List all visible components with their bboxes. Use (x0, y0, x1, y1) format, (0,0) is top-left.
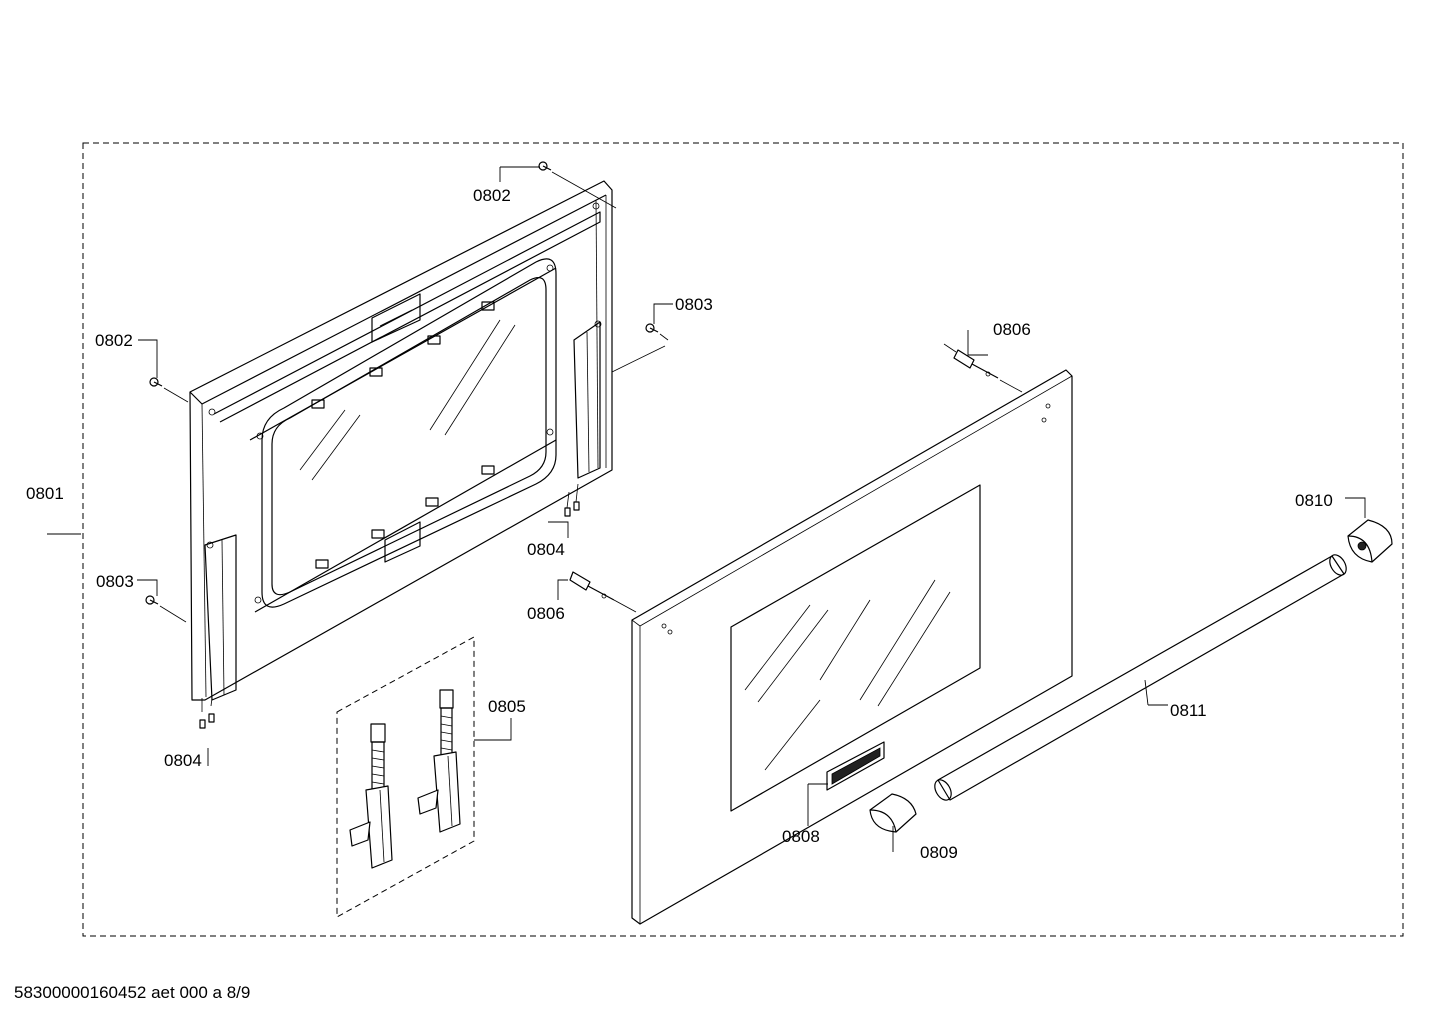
screw-0803-right (611, 323, 669, 373)
screw-0804-right (564, 483, 580, 517)
label-0804-right: 0804 (527, 540, 565, 559)
screw-0802-left (149, 377, 189, 403)
label-0806-left: 0806 (527, 604, 565, 623)
outer-door-panel[interactable] (631, 369, 1073, 925)
leader-lines (47, 166, 1366, 852)
label-0802-left: 0802 (95, 331, 133, 350)
pin-0806-top (943, 343, 1023, 393)
footer-document-code: 58300000160452 aet 000 a 8/9 (14, 983, 250, 1002)
label-0802-top: 0802 (473, 186, 511, 205)
screw-0803-left (145, 595, 187, 623)
hinge-left[interactable] (349, 723, 393, 869)
label-0809: 0809 (920, 843, 958, 862)
label-0803-right: 0803 (675, 295, 713, 314)
hinge-right[interactable] (417, 689, 461, 833)
screw-0802-top (538, 161, 617, 209)
label-0808: 0808 (782, 827, 820, 846)
label-0804-left: 0804 (164, 751, 202, 770)
handle-end-cap-left[interactable] (869, 793, 917, 833)
label-0801: 0801 (26, 484, 64, 503)
assembly-boundary (82, 142, 1404, 937)
handle-bar[interactable] (931, 552, 1349, 803)
label-0811: 0811 (1170, 701, 1207, 720)
screw-0804-left (199, 697, 215, 729)
pin-0806-left (569, 571, 637, 613)
label-0810: 0810 (1295, 491, 1333, 510)
handle-end-cap-right[interactable] (1347, 519, 1393, 563)
label-0805: 0805 (488, 697, 526, 716)
label-0806-top: 0806 (993, 320, 1031, 339)
hinge-kit-boundary (336, 636, 475, 918)
inner-door-frame[interactable] (189, 180, 613, 701)
label-0803-left: 0803 (96, 572, 134, 591)
